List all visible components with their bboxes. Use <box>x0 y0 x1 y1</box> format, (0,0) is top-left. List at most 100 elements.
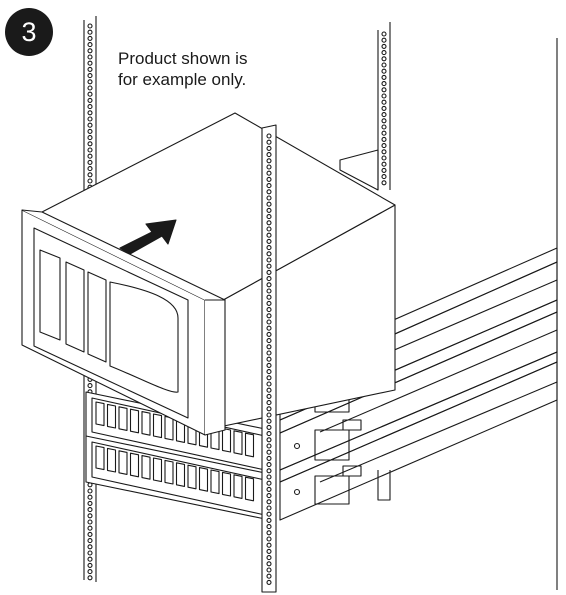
rack-hole <box>266 579 272 585</box>
drive-bay <box>95 445 105 471</box>
rack-hole <box>266 369 272 375</box>
rack-hole <box>266 325 272 331</box>
rack-hole <box>266 418 272 424</box>
rack-hole <box>87 494 93 500</box>
step-number: 3 <box>21 16 37 47</box>
rack-hole <box>266 542 272 548</box>
rack-hole <box>266 406 272 412</box>
drive-bay <box>233 474 243 499</box>
example-caption: Product shown is for example only. <box>118 48 308 90</box>
rack-hole <box>381 87 387 93</box>
rack-hole <box>87 556 93 562</box>
rack-hole <box>266 313 272 319</box>
rack-hole <box>266 437 272 443</box>
rack-hole <box>381 161 387 167</box>
drive-bay <box>187 464 197 490</box>
rack-hole <box>381 93 387 99</box>
rack-hole <box>266 269 272 275</box>
rack-hole <box>266 170 272 176</box>
rack-hole <box>87 507 93 513</box>
rack-hole <box>266 139 272 145</box>
rack-hole <box>266 412 272 418</box>
drive-bay <box>118 406 128 431</box>
drive-bay <box>152 413 163 439</box>
rack-hole <box>381 174 387 180</box>
rack-hole <box>266 220 272 226</box>
rack-hole <box>87 42 93 48</box>
rack-hole <box>266 164 272 170</box>
drive-bay <box>141 411 151 436</box>
rack-hole <box>381 37 387 43</box>
rack-hole <box>266 530 272 536</box>
rack-hole <box>266 344 272 350</box>
rack-hole <box>381 105 387 111</box>
rack-hole <box>266 276 272 282</box>
caption-line-2: for example only. <box>118 70 247 89</box>
drive-bay <box>244 476 255 502</box>
slide-rails <box>279 247 558 521</box>
rack-hole <box>266 251 272 257</box>
rack-hole <box>87 550 93 556</box>
rack-hole <box>266 294 272 300</box>
rack-hole <box>87 531 93 537</box>
rack-hole <box>266 431 272 437</box>
rack-hole <box>87 525 93 531</box>
rack-hole <box>87 48 93 54</box>
rack-hole <box>381 68 387 74</box>
rack-hole <box>266 517 272 523</box>
rack-hole <box>266 245 272 251</box>
rack-hole <box>266 381 272 387</box>
rack-hole <box>87 116 93 122</box>
drive-bay <box>210 469 220 495</box>
rack-hole <box>266 362 272 368</box>
step-number-badge: 3 <box>5 8 53 56</box>
rack-hole <box>87 110 93 116</box>
drive-bay <box>152 457 163 483</box>
rack-hole <box>87 562 93 568</box>
rack-hole <box>266 189 272 195</box>
rack-hole <box>266 319 272 325</box>
rack-hole <box>266 474 272 480</box>
rack-hole <box>381 155 387 161</box>
rack-hole <box>266 468 272 474</box>
rack-hole <box>87 500 93 506</box>
rack-hole <box>266 548 272 554</box>
rack-hole <box>266 226 272 232</box>
rack-hole <box>266 424 272 430</box>
rack-hole <box>87 135 93 141</box>
rack-hole <box>266 300 272 306</box>
rack-hole <box>381 180 387 186</box>
rack-hole <box>381 143 387 149</box>
drive-bay <box>221 471 232 497</box>
rack-hole <box>87 97 93 103</box>
rack-hole <box>266 561 272 567</box>
rack-hole <box>87 73 93 79</box>
rack-hole <box>87 23 93 29</box>
rack-hole <box>266 350 272 356</box>
rack-hole <box>87 172 93 178</box>
rack-hole <box>266 493 272 499</box>
rack-hole <box>266 567 272 573</box>
rack-hole <box>266 183 272 189</box>
rack-hole <box>266 331 272 337</box>
drive-bay <box>221 427 232 453</box>
drive-bay <box>141 455 151 480</box>
rack-hole <box>266 462 272 468</box>
drive-bay <box>244 432 255 458</box>
rack-hole <box>266 207 272 213</box>
rear-right-rack-post <box>377 22 391 501</box>
rack-hole <box>266 158 272 164</box>
rack-hole <box>266 443 272 449</box>
rack-hole <box>266 555 272 561</box>
rack-hole <box>266 387 272 393</box>
rack-hole <box>381 50 387 56</box>
rear-shelf <box>339 149 379 191</box>
rack-hole <box>87 122 93 128</box>
rack-hole <box>266 573 272 579</box>
drive-bay <box>164 459 174 485</box>
rack-hole <box>87 91 93 97</box>
rack-hole <box>87 35 93 41</box>
rack-hole <box>87 575 93 581</box>
rack-hole <box>87 383 93 389</box>
